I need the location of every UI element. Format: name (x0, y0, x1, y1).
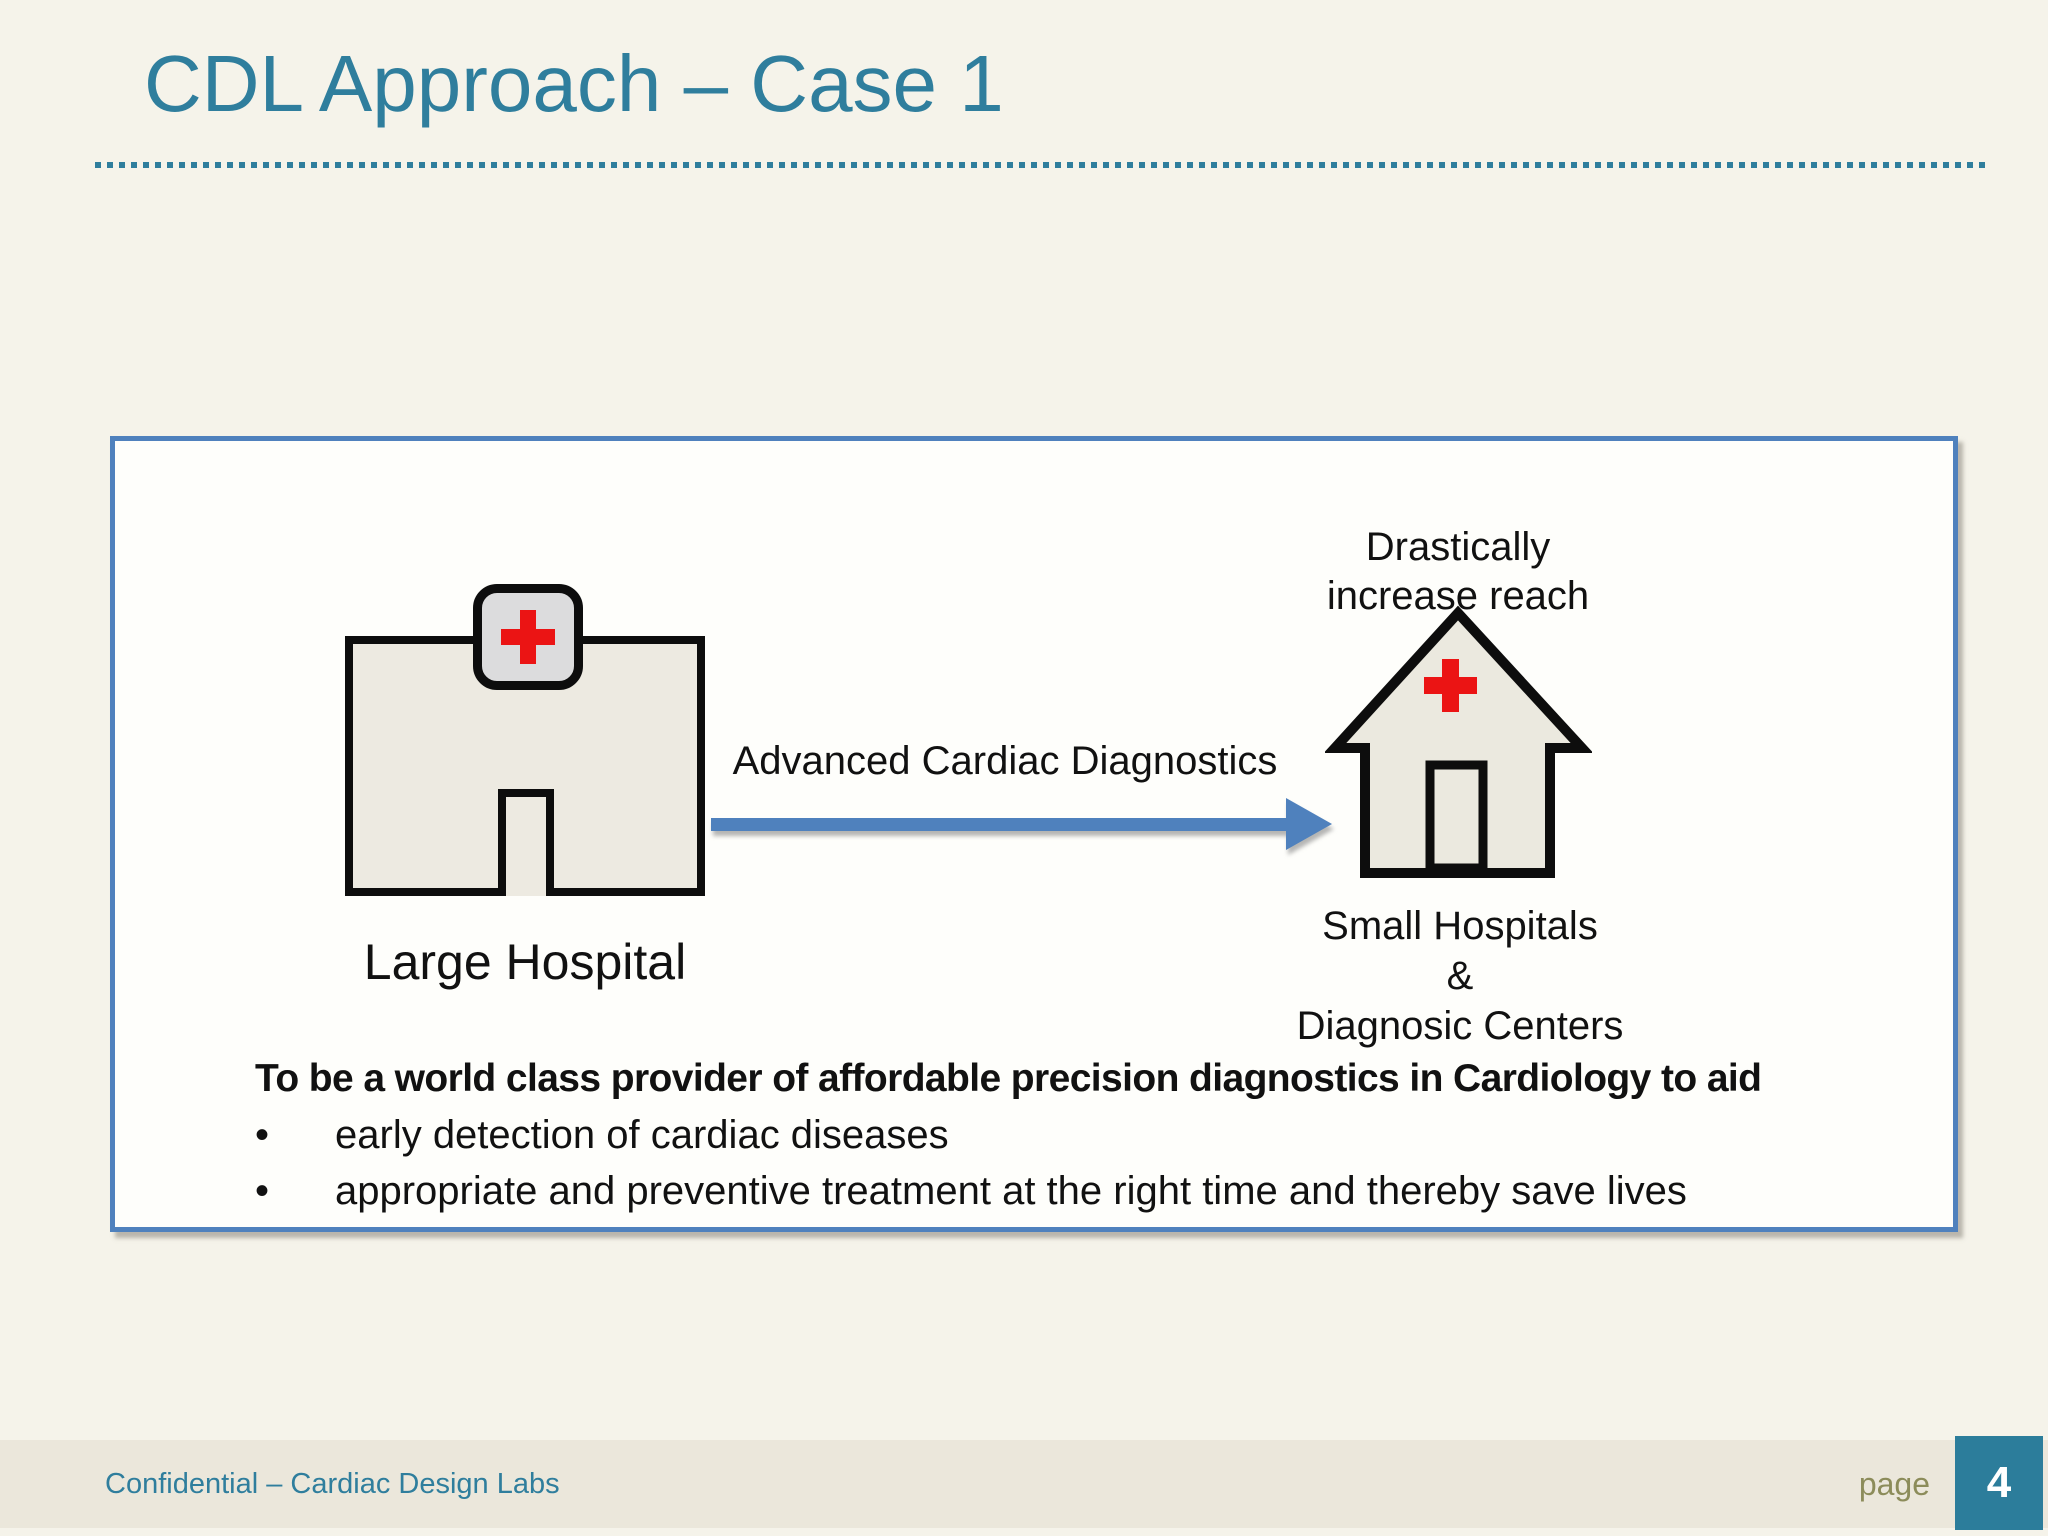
house-outline (1325, 605, 1592, 878)
content-box: Large Hospital Advanced Cardiac Diagnost… (110, 436, 1958, 1232)
footer-bar (0, 1440, 2048, 1528)
small-hospitals-line2: & (1446, 954, 1474, 998)
reach-note-line1: Drastically (1365, 525, 1551, 569)
bullet-item: • early detection of cardiac diseases (255, 1109, 1955, 1161)
confidential-note: Confidential – Cardiac Design Labs (105, 1468, 560, 1500)
arrow-head (1286, 798, 1332, 850)
page-title: CDL Approach – Case 1 (144, 39, 1004, 128)
small-hospitals-label: Small Hospitals & Diagnosic Centers (1250, 901, 1670, 1051)
red-cross-icon (501, 610, 555, 664)
large-hospital-label: Large Hospital (363, 934, 687, 990)
hospital-door (498, 789, 554, 896)
small-hospital-icon (1325, 605, 1592, 878)
small-hospitals-line3: Diagnosic Centers (1296, 1004, 1624, 1048)
red-cross-icon (1424, 659, 1477, 712)
title-divider (95, 162, 1991, 168)
bullet-item: • appropriate and preventive treatment a… (255, 1165, 1955, 1217)
small-hospitals-line1: Small Hospitals (1322, 904, 1598, 948)
hospital-sign (473, 584, 583, 690)
house-door (1425, 760, 1488, 873)
page-label: page (1858, 1466, 1930, 1502)
mission-heading: To be a world class provider of affordab… (255, 1057, 1762, 1100)
bullet-marker: • (255, 1169, 270, 1213)
arrow-shaft (711, 818, 1286, 831)
page-number-badge: 4 (1955, 1436, 2043, 1530)
arrow-label: Advanced Cardiac Diagnostics (732, 739, 1278, 783)
bullet-text: appropriate and preventive treatment at … (335, 1169, 1687, 1213)
mission-statement: To be a world class provider of affordab… (255, 1053, 1955, 1217)
bullet-text: early detection of cardiac diseases (335, 1113, 949, 1157)
bullet-marker: • (255, 1113, 270, 1157)
